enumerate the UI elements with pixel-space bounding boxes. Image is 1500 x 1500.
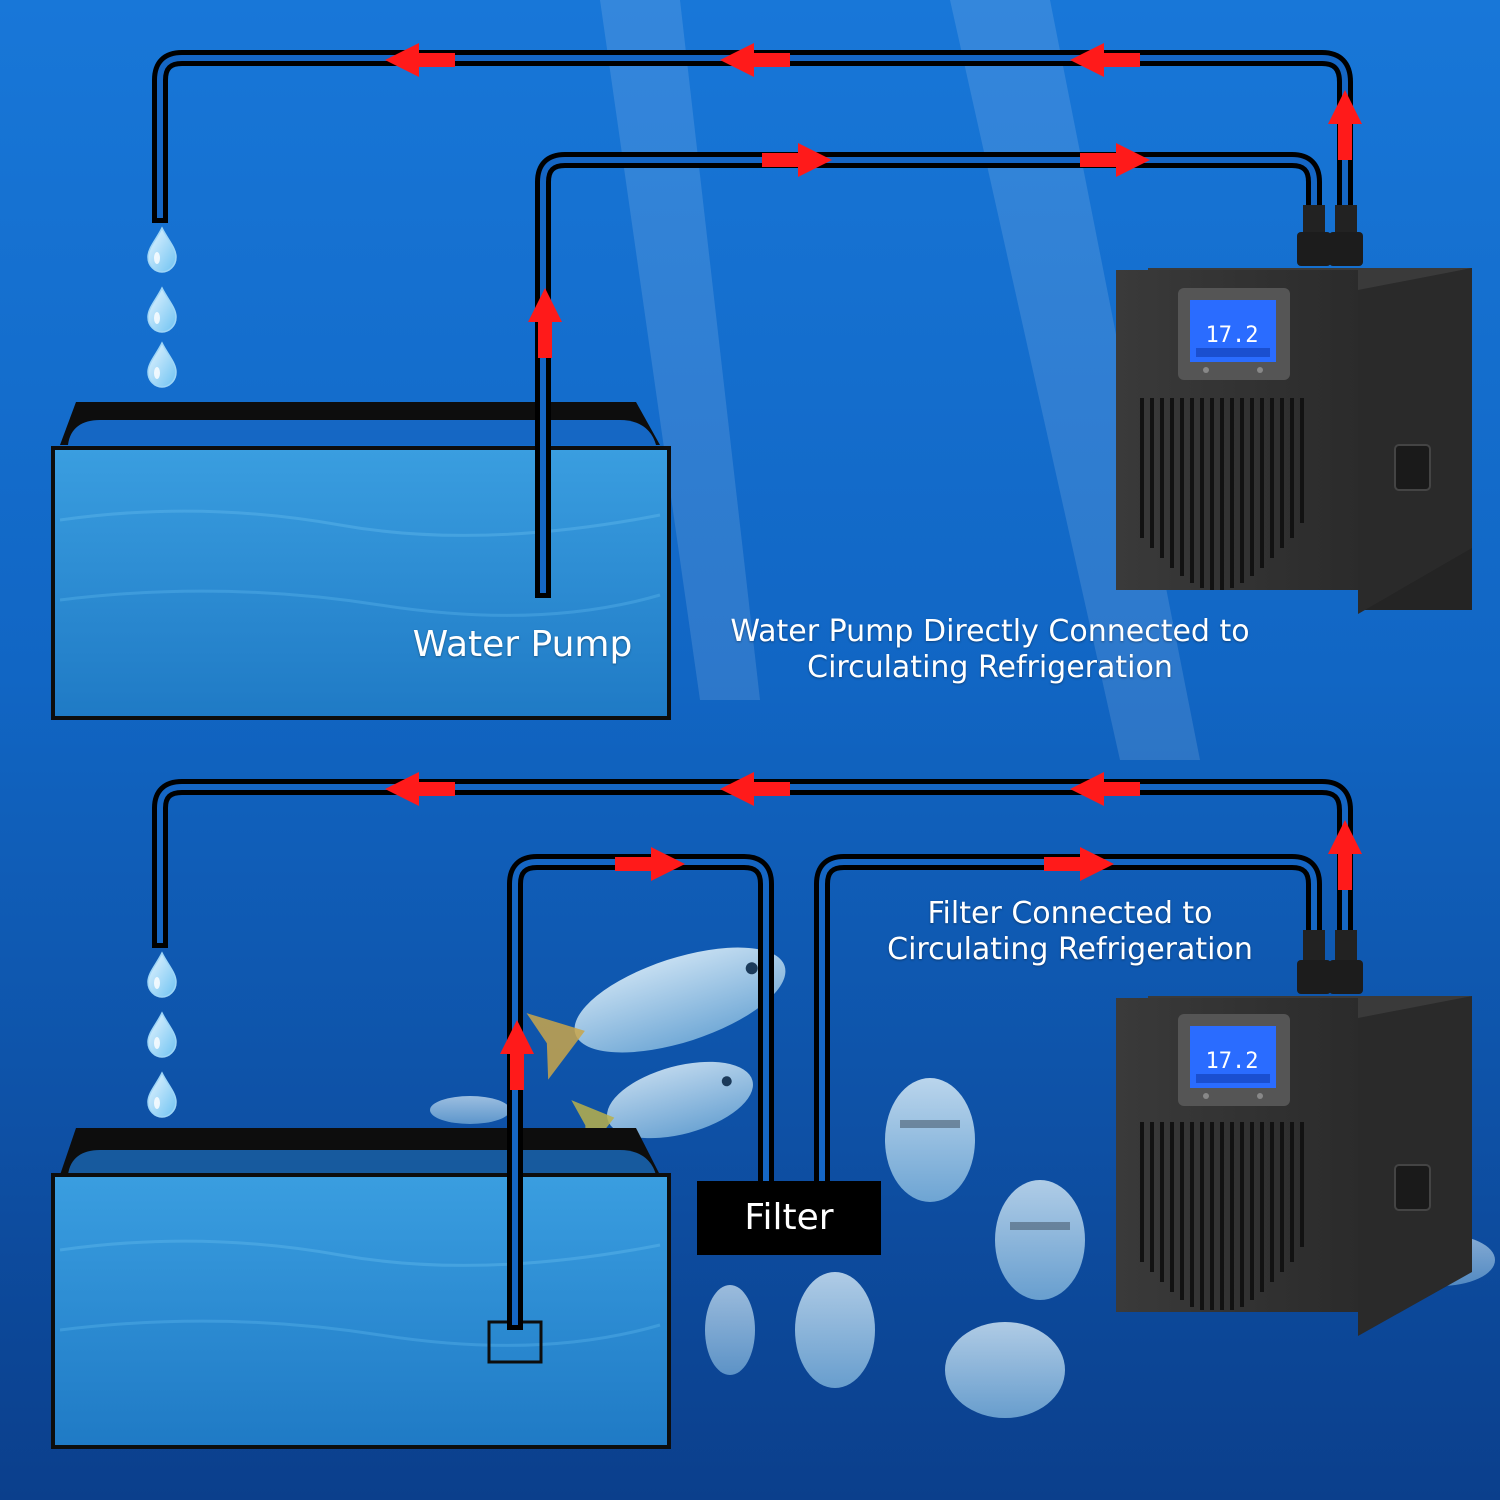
filter-box: Filter xyxy=(697,1181,881,1255)
inlet-connector xyxy=(1297,232,1331,266)
chiller-handle xyxy=(1394,1164,1431,1211)
lcd-temperature: 17.2 xyxy=(1206,1049,1259,1074)
lcd-temperature: 17.2 xyxy=(1206,323,1259,348)
chiller-vent-grille xyxy=(1140,1122,1304,1310)
chiller-handle xyxy=(1394,444,1431,491)
outlet-connector xyxy=(1329,232,1363,266)
fish-icon xyxy=(885,1078,975,1202)
water-pump-label: Water Pump xyxy=(412,624,633,665)
chiller-vent-grille xyxy=(1140,398,1304,590)
tank-lid-inner xyxy=(68,420,656,445)
outlet-connector xyxy=(1329,960,1363,994)
fish-icon xyxy=(430,1096,510,1124)
top-aquarium-tank xyxy=(51,402,671,720)
fish-icon xyxy=(945,1322,1065,1418)
bottom-chiller-unit: 17.2 xyxy=(1116,930,1472,1336)
tank-lid-inner xyxy=(68,1150,656,1175)
top-pump-outlet-pipe xyxy=(535,152,1322,598)
direct-connection-caption-line2: Circulating Refrigeration xyxy=(807,650,1173,685)
bottom-aquarium-tank xyxy=(51,1128,671,1449)
filter-connection-caption: Filter Connected to Circulating Refriger… xyxy=(860,896,1280,968)
tank-water xyxy=(51,1173,671,1449)
top-chiller-unit: 17.2 xyxy=(1116,205,1472,614)
filter-connection-caption-line2: Circulating Refrigeration xyxy=(887,932,1253,967)
tank-water xyxy=(51,446,671,720)
fish-icon xyxy=(571,1061,753,1155)
inlet-connector xyxy=(1297,960,1331,994)
fish-icon xyxy=(705,1285,755,1375)
filter-connection-caption-line1: Filter Connected to xyxy=(927,896,1213,931)
direct-connection-caption: Water Pump Directly Connected to Circula… xyxy=(700,614,1280,686)
fish-icon xyxy=(795,1272,875,1388)
direct-connection-caption-line1: Water Pump Directly Connected to xyxy=(730,614,1250,649)
fish-icon xyxy=(995,1180,1085,1300)
fish-icon xyxy=(526,947,786,1080)
filter-label: Filter xyxy=(744,1197,834,1238)
